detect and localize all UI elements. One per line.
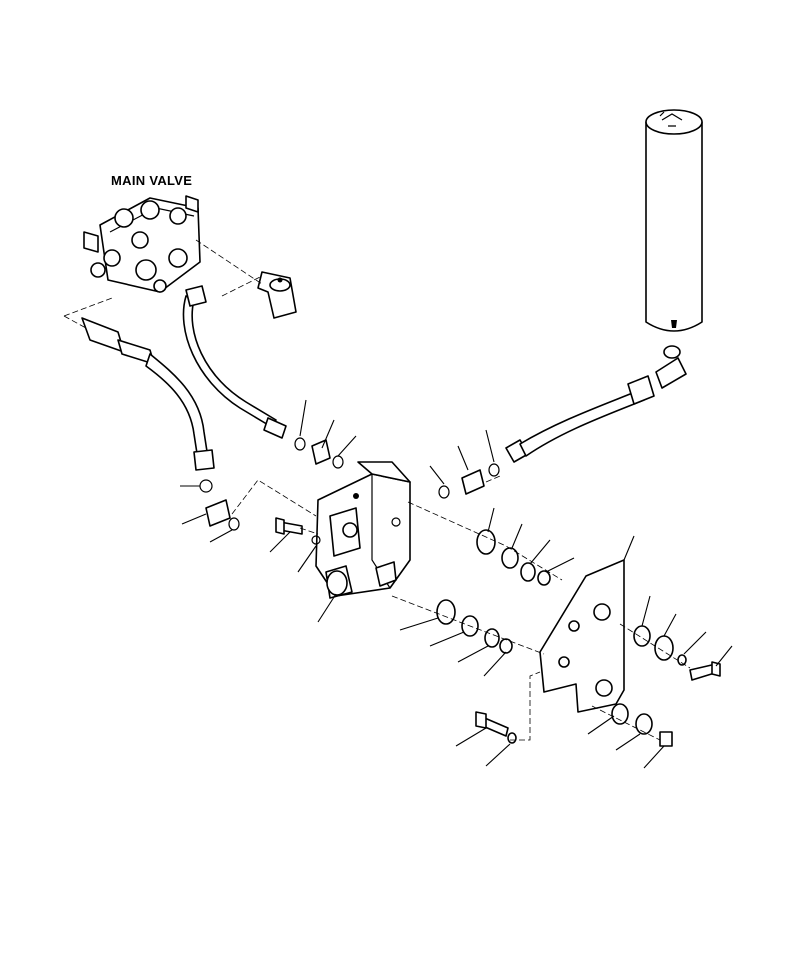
main-valve-body [83,195,201,293]
hose-right [505,345,687,463]
hose-lower [81,317,215,471]
small-parts [199,437,721,747]
control-valve-block [315,461,411,599]
callout-leaders [180,399,733,769]
accumulator-tank [645,109,703,332]
assembly-lines [63,239,691,741]
hose-upper [182,285,287,439]
main-valve-label: MAIN VALVE [111,173,193,188]
mounting-bracket [539,559,625,713]
elbow-fitting-upper [257,271,297,319]
